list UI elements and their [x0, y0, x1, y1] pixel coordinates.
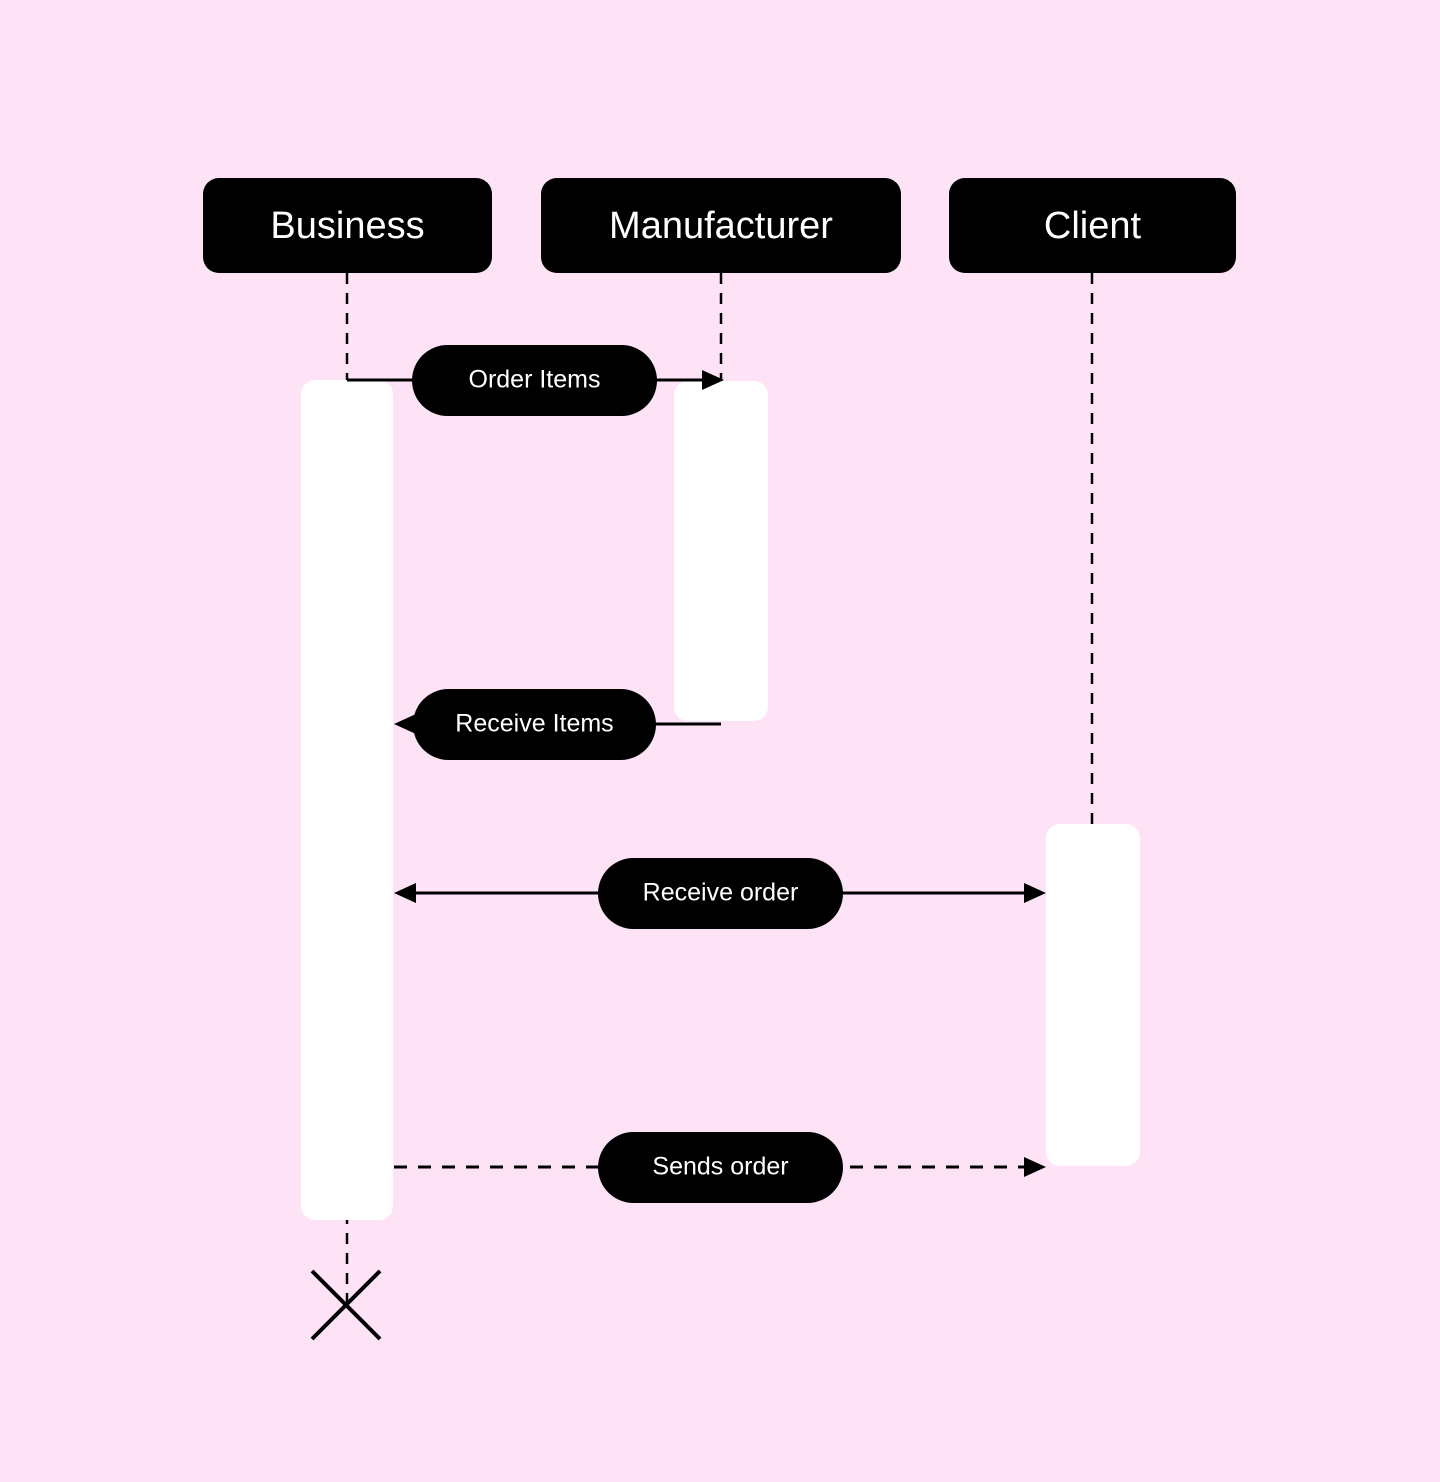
message-sends-order[interactable]: Sends order: [394, 1132, 1046, 1203]
destruction-marker-business: [310, 1269, 382, 1341]
participant-box-manufacturer[interactable]: [541, 178, 901, 273]
message-label-order-items: Order Items: [469, 366, 601, 394]
activation-bar-client: [1046, 824, 1140, 1166]
arrowhead-right-sends-order: [1024, 1157, 1046, 1177]
participant-box-client[interactable]: [949, 178, 1236, 273]
participant-label-business: Business: [270, 205, 424, 247]
message-label-receive-order: Receive order: [643, 879, 799, 907]
participant-box-business[interactable]: [203, 178, 492, 273]
message-pill-sends-order[interactable]: [598, 1132, 843, 1203]
participant-client[interactable]: Client: [949, 178, 1236, 273]
arrowhead-left-receive-items: [394, 714, 416, 734]
arrowhead-right-receive-order: [1024, 883, 1046, 903]
arrowhead-left-receive-order: [394, 883, 416, 903]
activations-group: [301, 380, 1140, 1220]
message-label-sends-order: Sends order: [652, 1153, 788, 1181]
message-pill-receive-items[interactable]: [413, 689, 656, 760]
message-pill-receive-order[interactable]: [598, 858, 843, 929]
participant-business[interactable]: Business: [203, 178, 492, 273]
message-pill-order-items[interactable]: [412, 345, 657, 416]
participant-label-manufacturer: Manufacturer: [609, 205, 833, 247]
participant-label-client: Client: [1044, 205, 1142, 247]
activation-bar-manufacturer: [674, 381, 768, 721]
participant-manufacturer[interactable]: Manufacturer: [541, 178, 901, 273]
message-receive-order[interactable]: Receive order: [394, 858, 1046, 929]
destruction-x-stroke-2: [310, 1269, 382, 1341]
message-label-receive-items: Receive Items: [455, 710, 613, 738]
message-receive-items[interactable]: Receive Items: [394, 689, 721, 760]
activation-bar-business: [301, 380, 393, 1220]
message-order-items[interactable]: Order Items: [347, 345, 724, 416]
arrowhead-right-order-items: [702, 370, 724, 390]
